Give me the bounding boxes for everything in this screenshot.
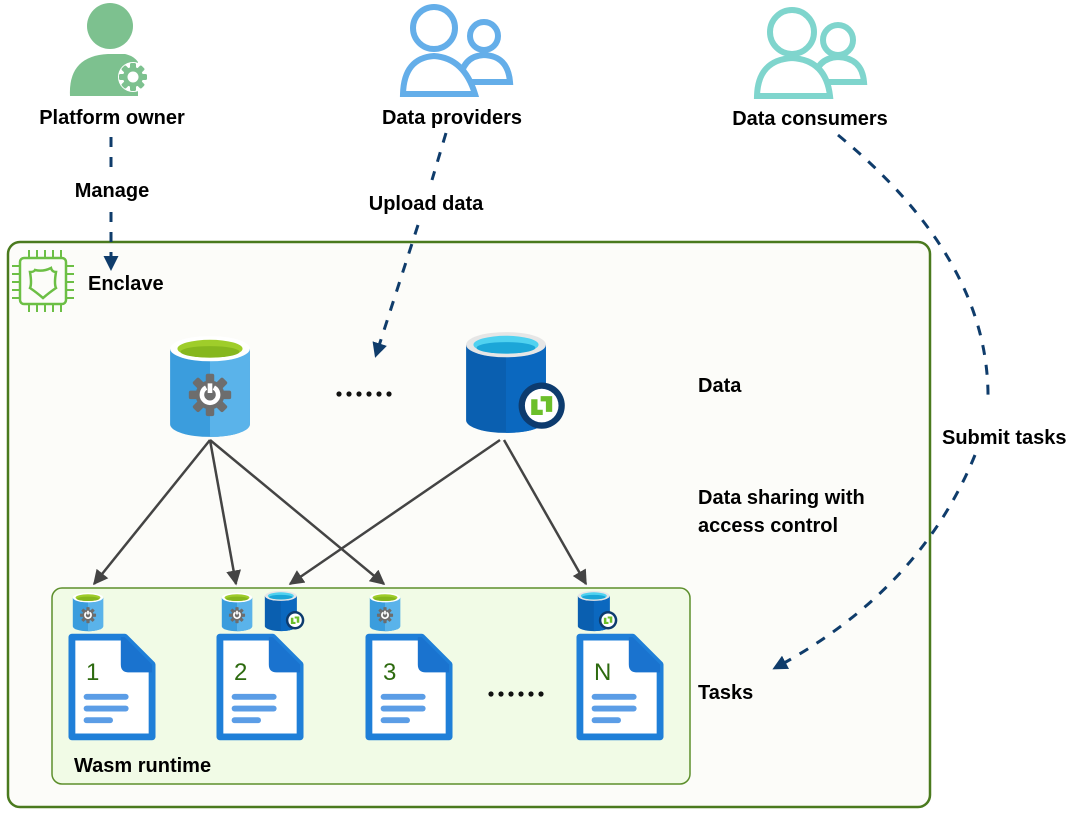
document-icon <box>72 637 152 737</box>
data-consumers-users-icon <box>753 7 868 99</box>
platform-owner-label: Platform owner <box>39 107 185 129</box>
data-ellipsis <box>336 391 392 397</box>
task-doc-2: 2 <box>220 637 300 737</box>
tasks-ellipsis <box>488 691 544 697</box>
data-consumers-label: Data consumers <box>732 108 888 130</box>
enclave-label: Enclave <box>88 273 164 295</box>
task-number: 3 <box>383 659 396 686</box>
data-providers-label: Data providers <box>381 107 523 129</box>
wasm-runtime-label: Wasm runtime <box>74 755 212 777</box>
task1-database-gear-icon <box>73 593 103 631</box>
flow-arrow-config-task2 <box>208 439 241 586</box>
task2-database-gear-icon <box>222 593 252 631</box>
submit-arrow-upper <box>837 133 990 401</box>
task-number: N <box>594 659 611 686</box>
task3-database-gear-icon <box>370 593 400 631</box>
tasks-layer-label: Tasks <box>698 682 754 704</box>
user-gear-icon <box>69 3 148 96</box>
upload-arrow-upper <box>430 132 448 181</box>
data-providers-users-icon <box>399 4 514 97</box>
task-doc-N: N <box>580 637 660 737</box>
submit-edge-label: Submit tasks <box>942 427 1067 449</box>
task-doc-3: 3 <box>369 637 449 737</box>
flow-arrow-sync-taskN <box>502 439 588 586</box>
manage-edge-label: Manage <box>74 180 150 202</box>
sharing-layer-label-line2: access control <box>698 515 839 537</box>
document-icon <box>220 637 300 737</box>
database-gear-icon <box>170 336 250 437</box>
chip-shield-icon <box>12 250 74 312</box>
upload-arrow <box>372 224 420 358</box>
task-number: 1 <box>86 659 99 686</box>
data-layer-label: Data <box>698 375 742 397</box>
document-icon <box>369 637 449 737</box>
upload-edge-label: Upload data <box>368 193 484 215</box>
task-number: 2 <box>234 659 247 686</box>
flow-arrow-sync-task2 <box>288 438 501 586</box>
submit-arrow <box>772 454 977 670</box>
sharing-layer-label-line1: Data sharing with <box>698 487 865 509</box>
flow-arrow-config-task1 <box>93 439 211 586</box>
flow-arrow-config-task3 <box>209 439 386 585</box>
task-doc-1: 1 <box>72 637 152 737</box>
document-icon <box>580 637 660 737</box>
